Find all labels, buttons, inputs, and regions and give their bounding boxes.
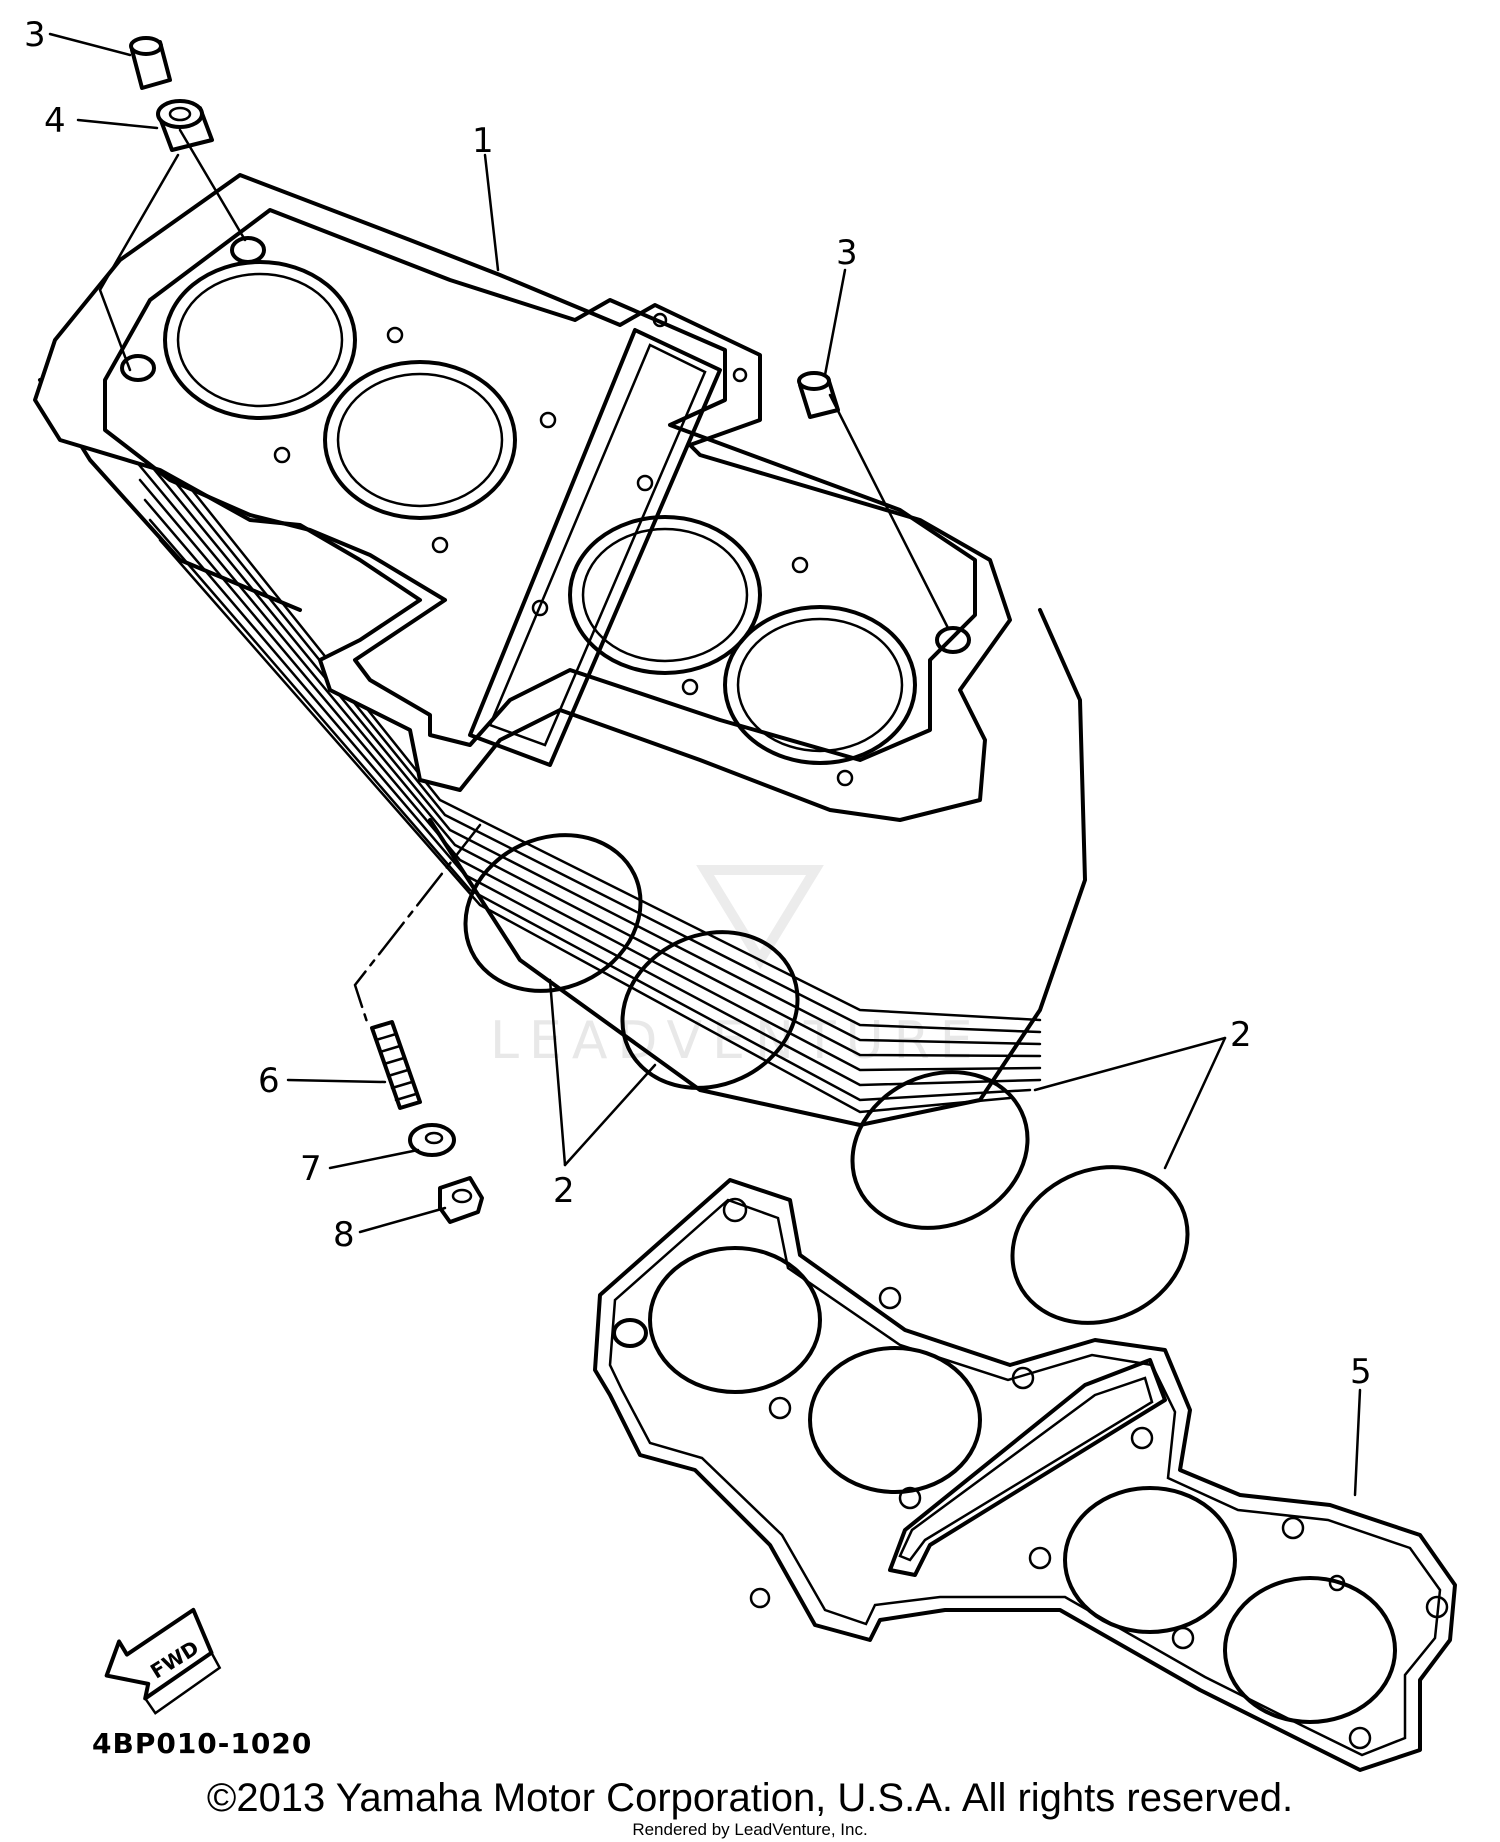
collar[interactable] (156, 99, 214, 152)
rendered-by-notice: Rendered by LeadVenture, Inc. (632, 1820, 868, 1839)
cylinder-gasket[interactable] (593, 1178, 1457, 1772)
leader-lines (48, 32, 1362, 1497)
fwd-arrow: FWD (104, 1607, 222, 1715)
callout-2-left: 2 (553, 1171, 575, 1211)
o-ring-1 (463, 833, 643, 993)
cylinder-block[interactable] (33, 173, 1087, 1127)
callout-2-right: 2 (1230, 1015, 1252, 1055)
callout-3-top: 3 (24, 15, 46, 55)
callout-1: 1 (472, 121, 494, 161)
dowel-pin-right[interactable] (797, 371, 840, 419)
callout-5: 5 (1350, 1352, 1372, 1392)
callout-8: 8 (333, 1215, 355, 1255)
gasket-holes (612, 1197, 1449, 1750)
nut[interactable] (438, 1176, 484, 1224)
copyright-notice: ©2013 Yamaha Motor Corporation, U.S.A. A… (206, 1776, 1294, 1820)
callout-7: 7 (300, 1149, 322, 1189)
o-ring-2 (620, 930, 800, 1090)
callout-6: 6 (258, 1061, 280, 1101)
cylinder-top-deck (33, 173, 1012, 822)
block-bolt-holes (120, 236, 971, 787)
o-ring-4 (1010, 1165, 1190, 1325)
stud-bolt[interactable] (370, 1020, 422, 1110)
diagram-code: 4BP010-1020 (92, 1727, 312, 1760)
callout-3-right: 3 (836, 233, 858, 273)
callout-numbers: 3 4 1 3 2 6 7 8 2 5 (24, 15, 1372, 1392)
o-ring-3 (850, 1070, 1030, 1230)
o-rings[interactable] (440, 807, 1214, 1351)
callout-4: 4 (44, 101, 66, 141)
dowel-pin-top[interactable] (129, 36, 172, 90)
washer[interactable] (408, 1123, 456, 1157)
cooling-fins (38, 378, 1087, 1127)
gasket-bores (648, 1246, 1397, 1724)
cylinder-bores (163, 260, 917, 765)
